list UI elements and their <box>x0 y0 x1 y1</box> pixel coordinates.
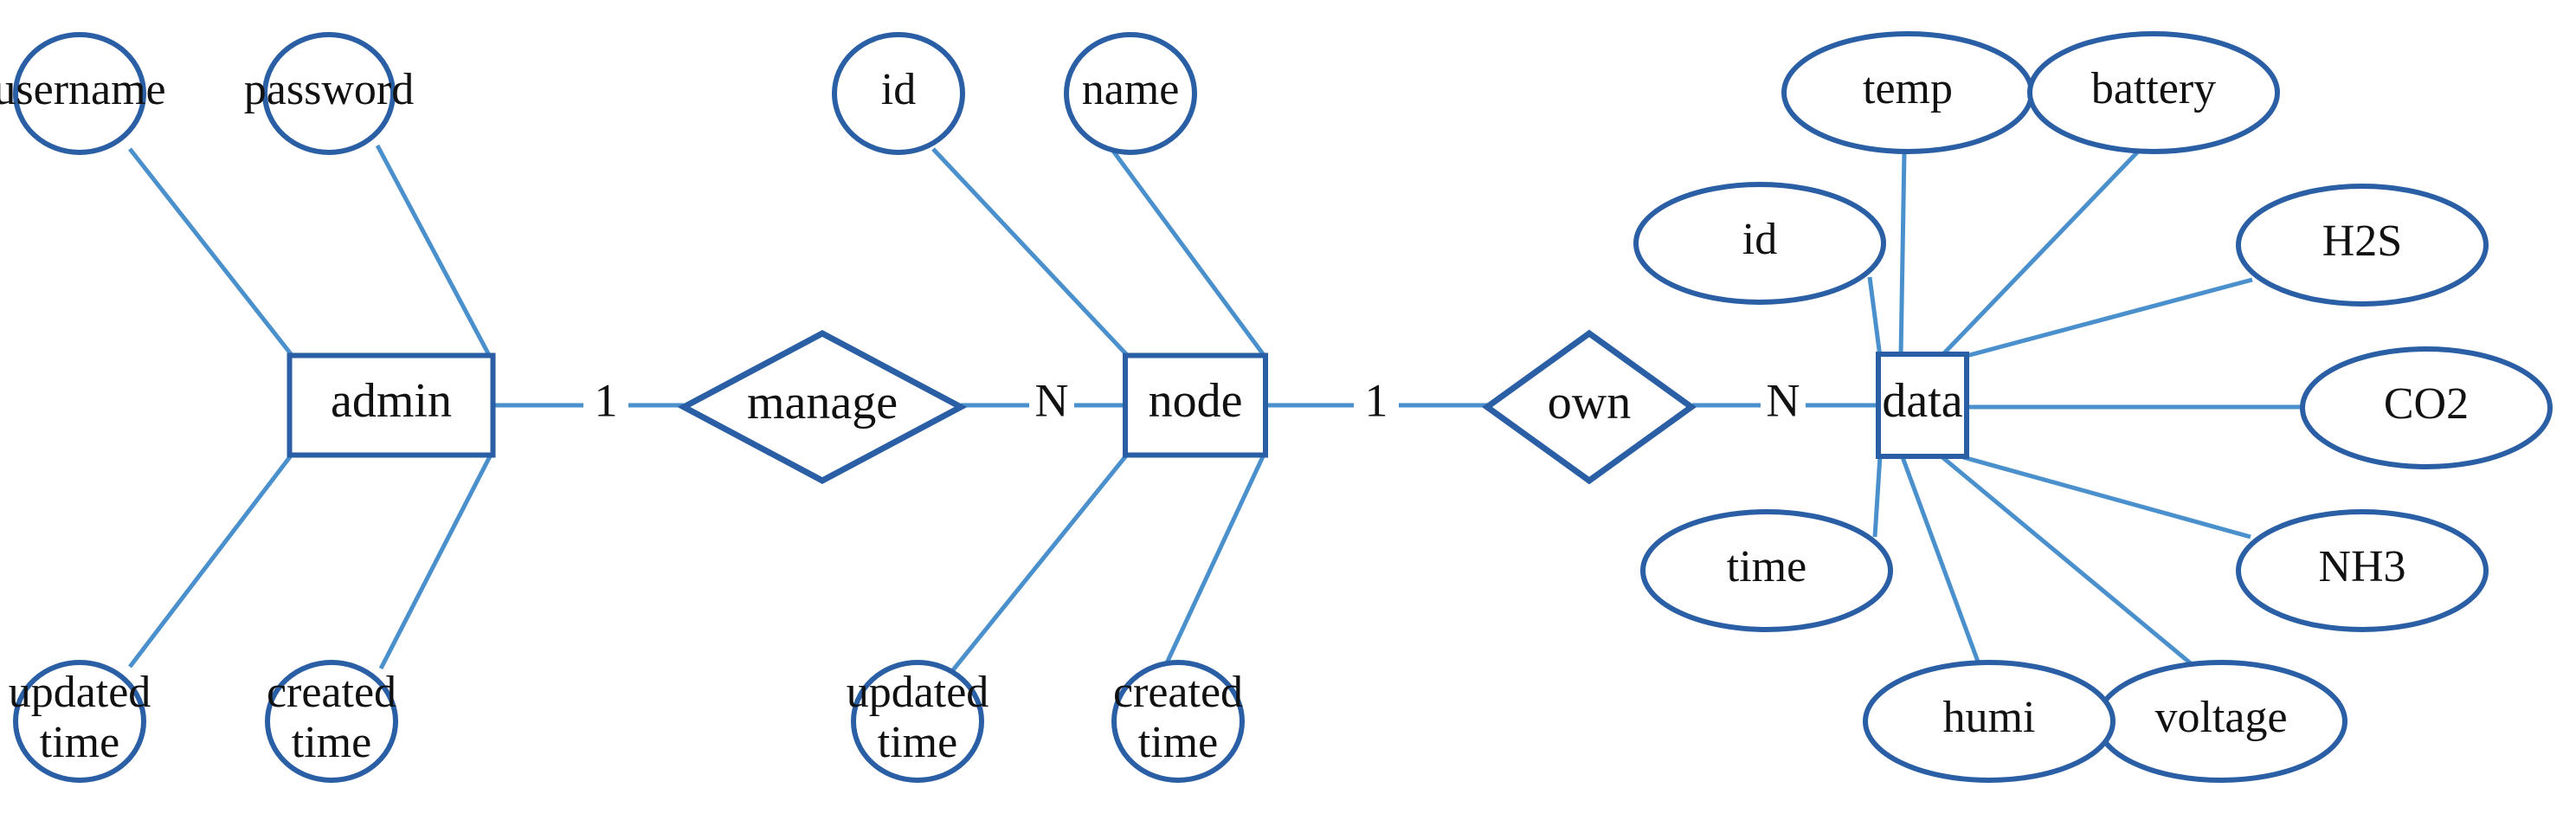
attribute-ellipse <box>2236 509 2489 632</box>
attribute-label: CO2 <box>2384 379 2469 429</box>
connector-line <box>1900 456 1983 669</box>
attribute-label: id <box>881 65 916 114</box>
cardinality-backdrop <box>1029 376 1074 435</box>
attribute-ellipse <box>832 32 965 155</box>
cardinality-backdrop <box>583 376 628 435</box>
entity-label: data <box>1882 374 1962 428</box>
cardinality-manage-node: N <box>1035 374 1069 426</box>
cardinality-node-own: 1 <box>1365 374 1388 426</box>
entity-rectangle <box>1876 352 1969 459</box>
connector-line <box>128 453 293 669</box>
cardinality-admin-manage: 1 <box>595 374 618 426</box>
attribute-label: time <box>1727 542 1806 591</box>
attribute-ellipse <box>1633 182 1886 305</box>
connector-line <box>1110 148 1266 357</box>
attribute-data-id[interactable]: id <box>1633 182 1886 305</box>
attribute-ellipse <box>2027 31 2280 154</box>
attribute-label: created <box>267 668 396 717</box>
connector-line <box>1962 277 2253 359</box>
attribute-node-id[interactable]: id <box>832 32 965 155</box>
entity-rectangle <box>1123 352 1268 458</box>
relationship-label: own <box>1548 376 1631 430</box>
attribute-label: time <box>40 718 119 767</box>
entity-data[interactable]: data <box>1876 352 1969 459</box>
relationship-diamond <box>1482 329 1697 485</box>
attribute-label: name <box>1082 65 1180 114</box>
cardinalities-layer: 1 N 1 N <box>583 374 1806 435</box>
attribute-admin-password[interactable]: password <box>244 32 414 155</box>
relationships-layer: manage own <box>677 329 1697 485</box>
relationship-manage[interactable]: manage <box>677 330 968 484</box>
attribute-ellipse <box>262 32 396 155</box>
cardinality-backdrop <box>1354 376 1399 435</box>
connector-line <box>1898 151 1907 358</box>
attribute-data-humi[interactable]: humi <box>1863 660 2116 783</box>
connector-line <box>1872 455 1883 538</box>
attribute-label: updated <box>9 668 151 717</box>
attribute-ellipse <box>13 32 146 155</box>
relationship-diamond <box>677 330 968 484</box>
connector-line <box>1867 276 1883 358</box>
connector-line <box>128 147 293 357</box>
attribute-label: time <box>292 718 371 767</box>
attribute-ellipse <box>851 660 984 783</box>
entity-admin[interactable]: admin <box>287 352 496 458</box>
attribute-label: updated <box>847 668 989 717</box>
connector-line <box>1162 453 1266 670</box>
attribute-data-voltage[interactable]: voltage <box>2095 660 2347 783</box>
attribute-ellipse <box>265 660 398 783</box>
attribute-admin-username[interactable]: username <box>0 32 166 155</box>
entity-label: admin <box>331 374 452 428</box>
attribute-node-name[interactable]: name <box>1064 32 1197 155</box>
attribute-ellipse <box>1640 509 1893 632</box>
connector-line <box>1941 455 2199 670</box>
attribute-data-nh3[interactable]: NH3 <box>2236 509 2489 632</box>
relationship-label: manage <box>747 376 898 430</box>
attribute-label: time <box>1138 718 1218 767</box>
connector-line <box>375 144 492 357</box>
attribute-label: password <box>244 65 414 114</box>
connector-line <box>950 453 1129 673</box>
attribute-label: username <box>0 65 166 114</box>
attribute-ellipse <box>1064 32 1197 155</box>
attribute-label: NH3 <box>2318 542 2405 591</box>
connector-line <box>931 147 1129 357</box>
entity-node[interactable]: node <box>1123 352 1268 458</box>
attribute-data-temp[interactable]: temp <box>1781 31 2034 154</box>
attribute-data-co2[interactable]: CO2 <box>2300 346 2553 469</box>
attribute-data-battery[interactable]: battery <box>2027 31 2280 154</box>
attribute-label: H2S <box>2322 216 2402 266</box>
edges-layer <box>128 144 2302 673</box>
connector-line <box>1939 150 2140 359</box>
attribute-label: humi <box>1943 693 2036 742</box>
attribute-data-h2s[interactable]: H2S <box>2236 184 2489 307</box>
attribute-label: time <box>878 718 957 767</box>
attribute-ellipse <box>2236 184 2489 307</box>
connector-line <box>378 453 493 670</box>
attribute-label: id <box>1742 215 1777 264</box>
entities-layer: admin node data <box>287 352 1969 459</box>
attribute-ellipse <box>2300 346 2553 469</box>
attribute-label: created <box>1113 668 1243 717</box>
entity-label: node <box>1149 374 1243 428</box>
attribute-label: battery <box>2091 64 2216 113</box>
entity-rectangle <box>287 352 496 458</box>
attribute-ellipse <box>13 660 146 783</box>
connector-line <box>1962 455 2251 539</box>
attribute-label: voltage <box>2154 693 2287 742</box>
cardinality-own-data: N <box>1767 374 1800 426</box>
relationship-own[interactable]: own <box>1482 329 1697 485</box>
attribute-ellipse <box>1863 660 2116 783</box>
attribute-label: temp <box>1863 64 1953 113</box>
attribute-ellipse <box>1111 660 1245 783</box>
cardinality-backdrop <box>1761 376 1806 435</box>
attribute-data-time[interactable]: time <box>1640 509 1893 632</box>
